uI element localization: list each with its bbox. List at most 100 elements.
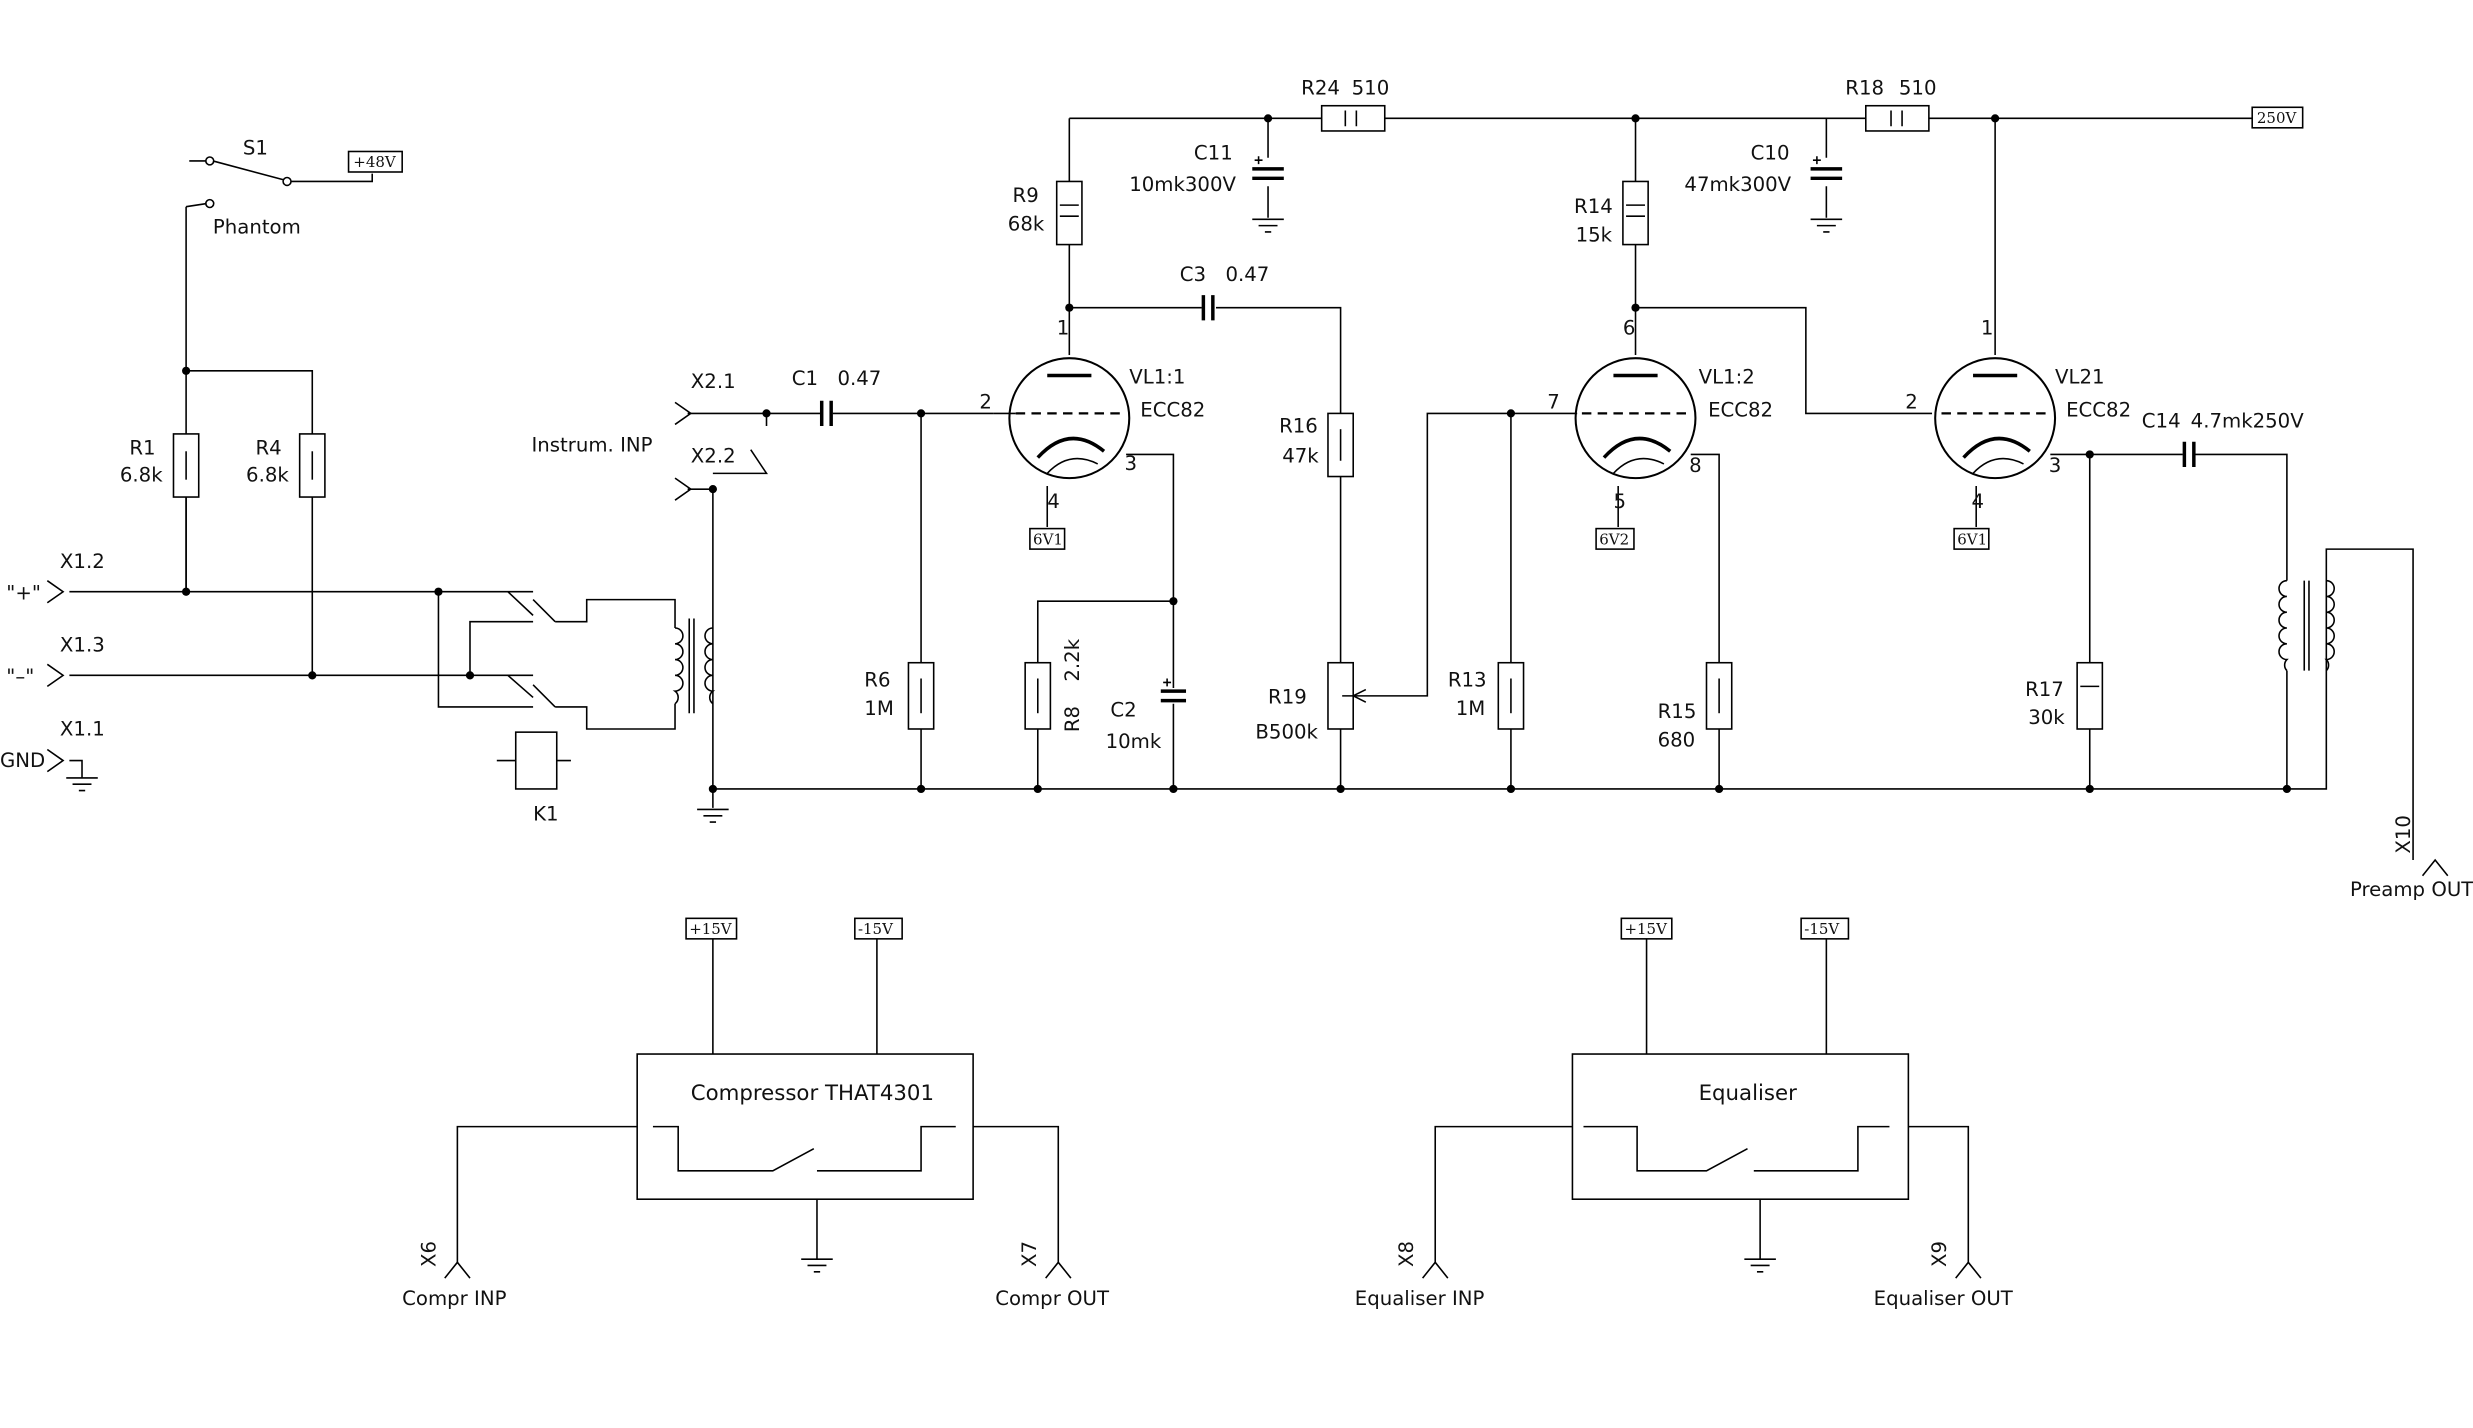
input-transformer [672, 618, 716, 714]
p250-box [2251, 106, 2304, 129]
x21-label: X2.1 [691, 370, 736, 393]
capacitor-c1 [819, 400, 833, 427]
r16-label: R16 [1279, 414, 1318, 437]
r6-value: 1M [864, 697, 894, 720]
eq-inp-label: Equaliser INP [1355, 1287, 1485, 1310]
r13-label: R13 [1448, 668, 1487, 691]
c3-value: 0.47 [1225, 263, 1269, 286]
relay-coil-k1 [514, 731, 558, 790]
vl12-pin8: 8 [1689, 454, 1702, 477]
compr-out-label: Compr OUT [995, 1287, 1110, 1310]
k1-label: K1 [533, 803, 558, 826]
compressor-block [636, 1053, 974, 1200]
m15a-label: -15V [858, 920, 894, 938]
c14-label: C14 [2142, 410, 2181, 433]
p15b-label: +15V [1624, 920, 1668, 938]
r4-label: R4 [256, 436, 282, 459]
h6v1c-box [1953, 527, 1990, 550]
capacitor-c14 [2182, 441, 2196, 468]
ground-icon-comp [801, 1258, 833, 1273]
capacitor-c11 [1252, 156, 1284, 233]
x7-label: X7 [1018, 1241, 1041, 1267]
capacitor-c2 [1160, 678, 1187, 703]
vl21-pin3: 3 [2049, 454, 2062, 477]
c1-label: C1 [792, 367, 818, 390]
capacitor-c10 [1810, 156, 1843, 233]
vl11-pin4: 4 [1047, 490, 1060, 513]
r8-value: 2.2k [1061, 638, 1084, 681]
h6v2-label: 6V2 [1599, 530, 1629, 548]
connector-x13 [46, 663, 65, 688]
m15b-label: -15V [1804, 920, 1840, 938]
resistor-r15 [1705, 661, 1733, 730]
r6-label: R6 [864, 668, 890, 691]
c11-label: C11 [1194, 141, 1233, 164]
x13-label: X1.3 [60, 634, 105, 657]
plus-label: "+" [6, 582, 41, 605]
connector-x22 [674, 477, 693, 501]
c11-value: 10mk300V [1129, 173, 1236, 196]
vl21-pin2: 2 [1905, 391, 1918, 414]
s1-label: S1 [243, 137, 268, 160]
ecc1-label: ECC82 [1140, 399, 1205, 422]
h6v1c-label: 6V1 [1957, 530, 1987, 548]
r17-label: R17 [2025, 678, 2064, 701]
x11-label: X1.1 [60, 717, 105, 740]
p48-box [347, 150, 403, 173]
preamp-out-label: Preamp OUT [2350, 878, 2473, 901]
r19-value: B500k [1255, 720, 1318, 743]
minus-label: "–" [6, 665, 34, 688]
x12-label: X1.2 [60, 550, 105, 573]
m15b-box [1800, 917, 1850, 940]
vl21-pin4: 4 [1971, 490, 1984, 513]
resistor-r1 [172, 433, 200, 498]
x22-label: X2.2 [691, 444, 736, 467]
resistor-r6 [907, 661, 935, 730]
m15a-box [854, 917, 903, 940]
p15a-label: +15V [689, 920, 733, 938]
x8-label: X8 [1395, 1241, 1418, 1267]
resistor-r14 [1622, 180, 1649, 246]
r19-label: R19 [1268, 686, 1307, 709]
c10-value: 47mk300V [1684, 173, 1791, 196]
switch-s1 [185, 156, 292, 209]
output-transformer [2278, 579, 2335, 672]
x6-label: X6 [417, 1241, 440, 1267]
resistor-r18 [1865, 104, 1930, 132]
ground-icon-eq [1744, 1258, 1776, 1273]
r17-value: 30k [2028, 706, 2065, 729]
c2-value: 10mk [1106, 730, 1162, 753]
capacitor-c3 [1201, 295, 1215, 321]
instr-label: Instrum. INP [532, 433, 653, 456]
r16-value: 47k [1282, 444, 1319, 467]
equaliser-label: Equaliser [1699, 1081, 1797, 1106]
wires [69, 117, 2414, 1263]
r8-label: R8 [1061, 706, 1084, 732]
r9-label: R9 [1013, 184, 1039, 207]
c10-label: C10 [1751, 141, 1790, 164]
vl11-pin2: 2 [979, 391, 992, 414]
r4-value: 6.8k [246, 463, 289, 486]
x9-label: X9 [1928, 1241, 1951, 1267]
r1-value: 6.8k [120, 463, 163, 486]
r15-value: 680 [1658, 728, 1696, 751]
compr-inp-label: Compr INP [402, 1287, 506, 1310]
resistor-r9 [1055, 180, 1083, 246]
connector-x8 [1421, 1261, 1449, 1279]
h6v1a-label: 6V1 [1033, 530, 1063, 548]
connector-x9 [1955, 1261, 1982, 1279]
vl12-pin5: 5 [1613, 490, 1626, 513]
jack-switch [712, 413, 768, 475]
p15a-box [685, 917, 738, 940]
p250-label: 250V [2257, 109, 2298, 127]
ground-icon-input [697, 808, 729, 823]
vl12-label: VL1:2 [1699, 365, 1755, 388]
resistor-r17 [2076, 661, 2104, 730]
p48-label: +48V [353, 153, 397, 171]
resistor-r8 [1024, 661, 1052, 730]
ground-icon-x11 [66, 777, 98, 792]
r9-value: 68k [1008, 212, 1045, 235]
eq-out-label: Equaliser OUT [1874, 1287, 2014, 1310]
p15b-box [1620, 917, 1673, 940]
